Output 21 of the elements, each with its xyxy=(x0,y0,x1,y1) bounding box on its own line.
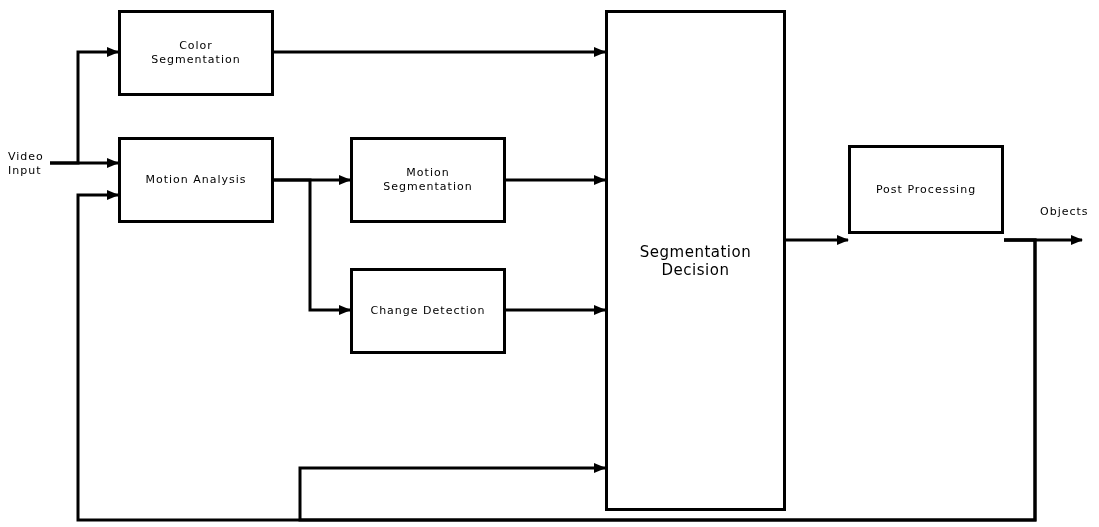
output-label: Objects xyxy=(1040,205,1089,218)
box-label: Color Segmentation xyxy=(150,39,242,67)
process-box xyxy=(350,137,506,223)
arrow xyxy=(274,178,351,315)
process-box xyxy=(118,137,274,223)
arrow xyxy=(506,175,606,185)
box-label: Segmentation Decision xyxy=(638,242,753,279)
box-label: Post Processing xyxy=(875,182,977,197)
arrow xyxy=(506,305,606,315)
arrow xyxy=(50,158,119,168)
decision-box xyxy=(605,10,786,511)
arrow xyxy=(298,238,1037,522)
box-label: Change Detection xyxy=(370,304,486,318)
process-box xyxy=(350,268,506,354)
input-label: Video Input xyxy=(8,150,45,178)
process-box xyxy=(848,145,1004,234)
box-label: Motion Analysis xyxy=(145,173,247,187)
box-label: Motion Segmentation xyxy=(382,166,474,194)
arrow xyxy=(786,235,849,245)
arrow xyxy=(274,47,606,57)
process-box xyxy=(118,10,274,96)
